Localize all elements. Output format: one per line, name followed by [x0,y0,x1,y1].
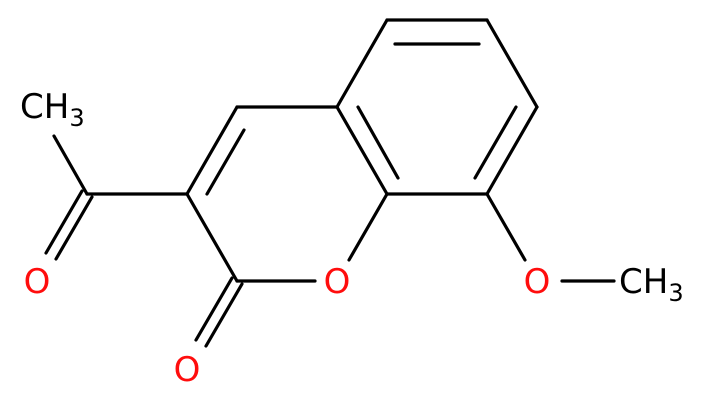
bond-o1-c8a [347,192,389,262]
bond-c2-o-double-a [194,276,234,342]
bond-c4-c3 [185,105,239,196]
carbonyl-oxygen-label: O [174,350,201,390]
bond-acetyl-c-o-double-a [44,189,84,255]
bond-c7-c8-double [473,105,518,180]
acetyl-methyl-label: CH3 [20,87,85,132]
methoxy-group [485,192,616,283]
bond-c3-c2 [185,192,239,283]
bond-c4-c3-double [205,128,246,196]
benzene-ring [335,18,539,196]
bond-c7-c8 [485,105,539,196]
bond-c8-methoxy-o [485,192,527,262]
bond-c8a-c4a-double [356,105,400,180]
acetyl-oxygen-label: O [24,262,51,302]
bond-acetyl-c-methyl [52,134,89,196]
acetyl-group [44,134,189,261]
methoxy-methyl-label: CH3 [619,262,684,307]
bond-c8a-c4a [335,105,389,196]
methoxy-oxygen-label: O [524,262,551,302]
bond-c6-c7 [485,18,539,109]
lactone-carbonyl [194,276,244,348]
bond-c2-o-double-b [204,282,244,348]
pyranone-ring [185,105,389,283]
bond-c4a-c5 [335,18,389,109]
ring-oxygen-label: O [324,262,351,302]
bond-acetyl-c-o-double-b [54,195,94,261]
